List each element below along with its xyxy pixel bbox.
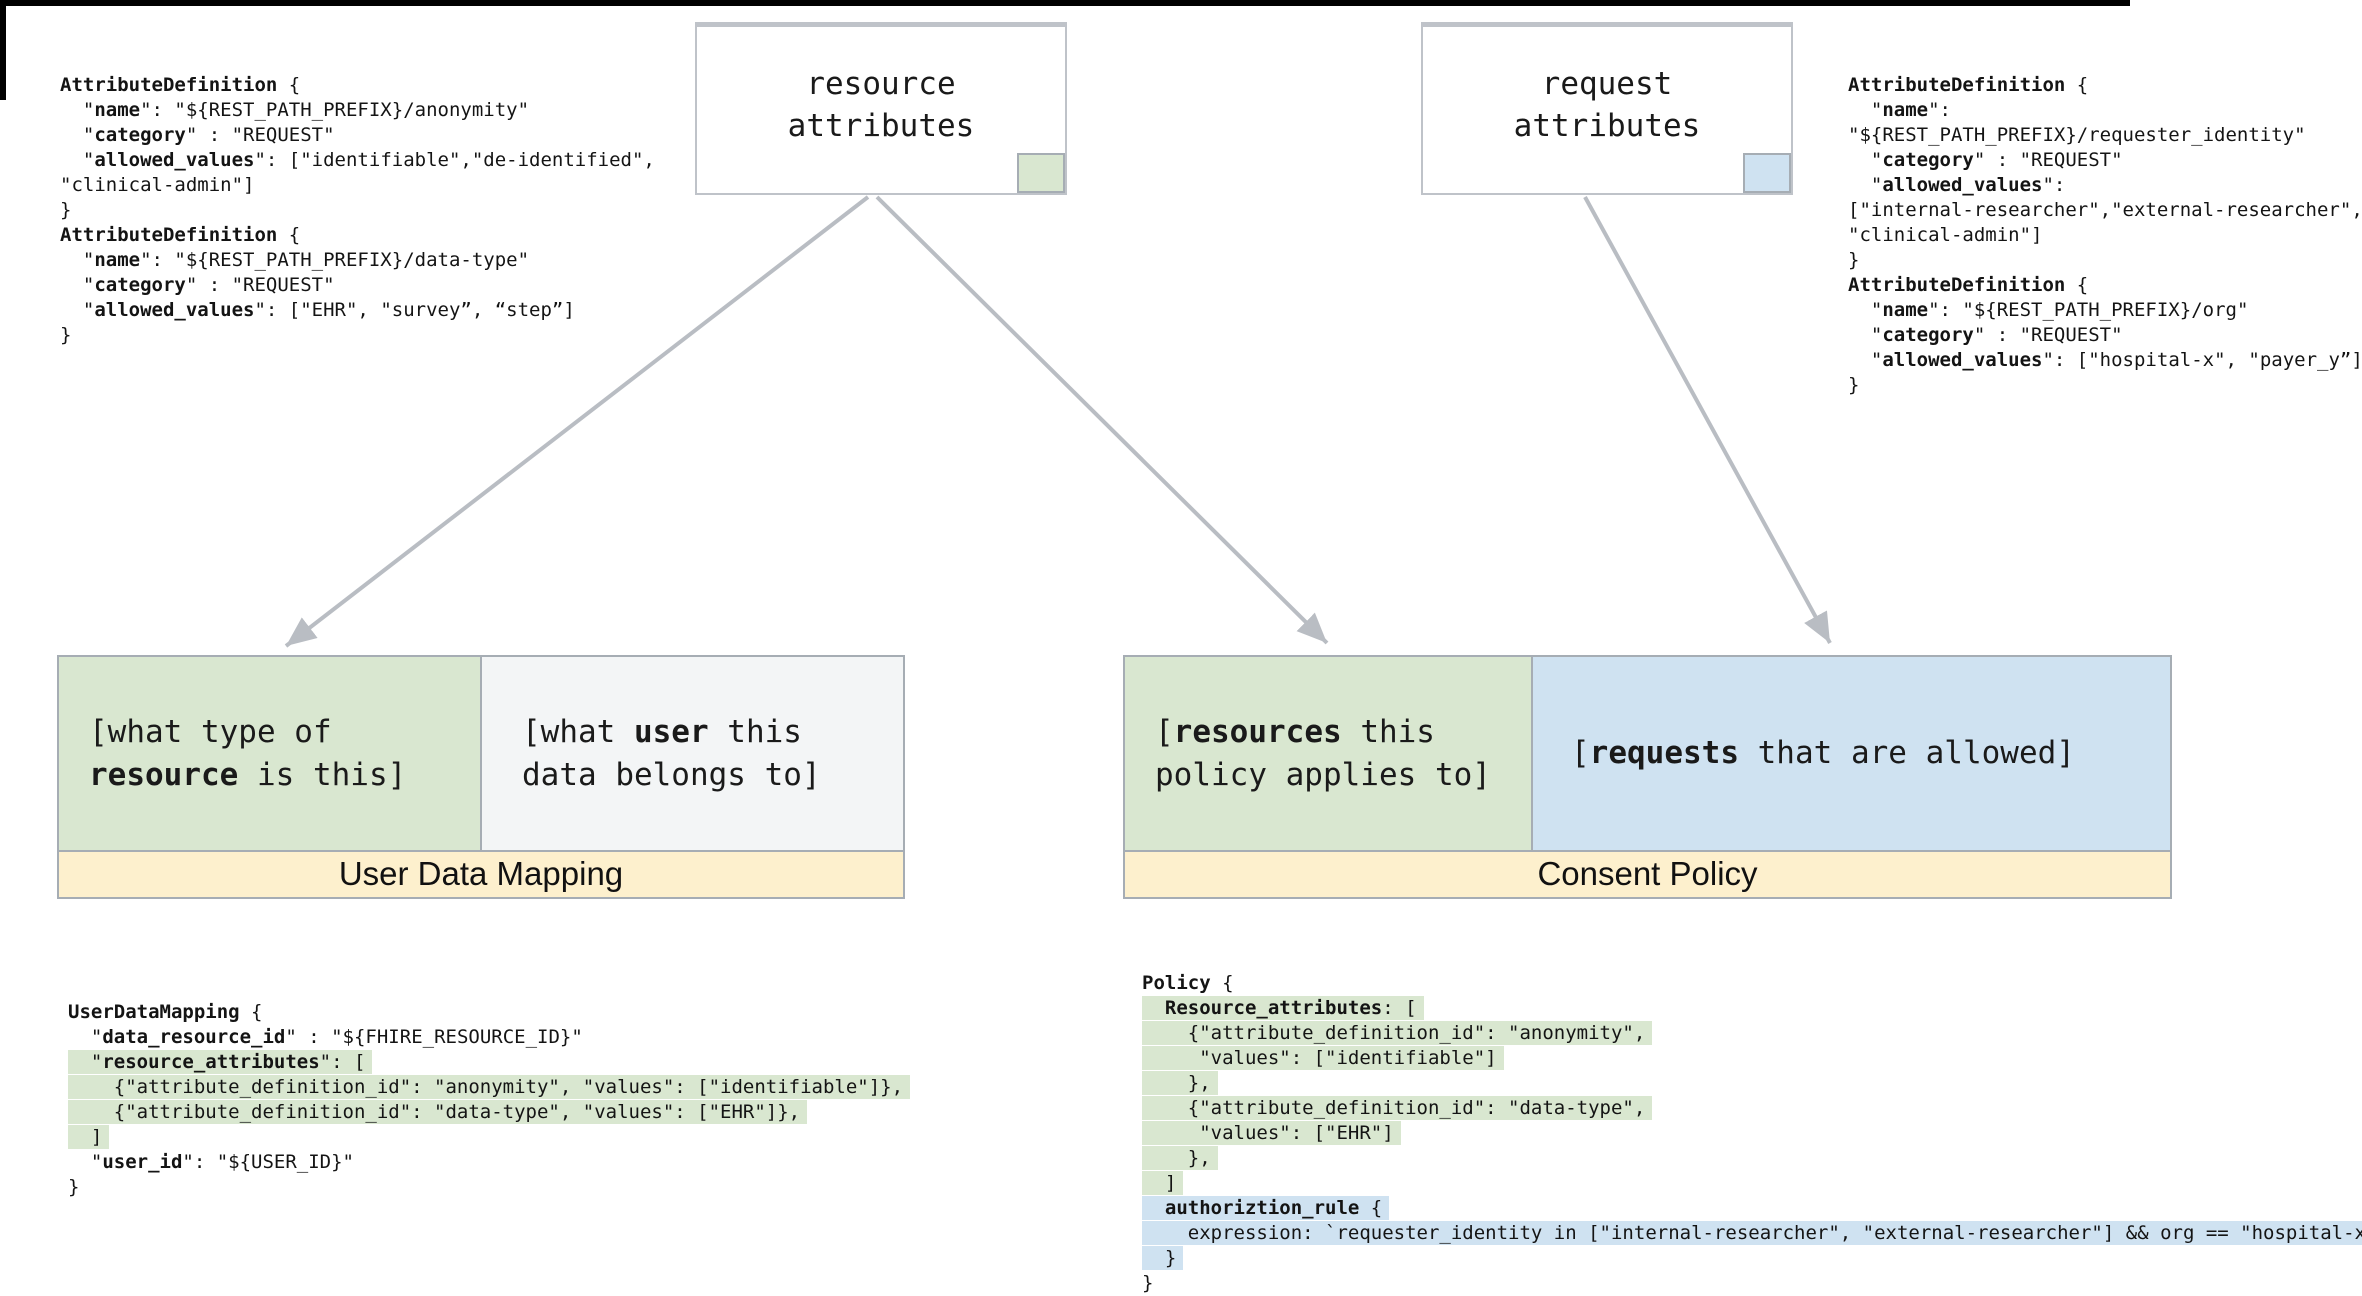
code-line: "allowed_values": ["identifiable","de-id… — [60, 149, 655, 171]
code-line: "category" : "REQUEST" — [1848, 149, 2123, 171]
code-line: "values": ["identifiable"] — [1142, 1046, 2362, 1071]
code-line: {"attribute_definition_id": "data-type",… — [68, 1100, 910, 1125]
attribute-definition-left-code: AttributeDefinition { "name": "${REST_PA… — [60, 73, 655, 348]
consent-cells: [resources this policy applies to] [requ… — [1123, 655, 2172, 852]
code-line: } — [1848, 374, 1860, 396]
frame-left-border — [0, 0, 6, 100]
code-line: AttributeDefinition { — [1848, 74, 2089, 96]
udm-resource-type-cell: [what type of resource is this] — [57, 655, 482, 852]
code-line: "resource_attributes": [ — [68, 1050, 910, 1075]
code-line: }, — [1142, 1146, 2362, 1171]
code-line: AttributeDefinition { — [60, 74, 301, 96]
code-line: "user_id": "${USER_ID}" — [68, 1151, 354, 1173]
udm-user-cell: [what user this data belongs to] — [482, 655, 905, 852]
udm-title: User Data Mapping — [57, 852, 905, 899]
code-line: } — [60, 199, 72, 221]
code-line: "name": "${REST_PATH_PREFIX}/anonymity" — [60, 99, 530, 121]
request-blue-tag — [1743, 153, 1791, 193]
code-line: UserDataMapping { — [68, 1001, 263, 1023]
code-line: "category" : "REQUEST" — [1848, 324, 2123, 346]
cell-text: [what type of resource is this] — [89, 713, 407, 793]
code-line: AttributeDefinition { — [1848, 274, 2089, 296]
arrow-request-to-consent — [1583, 196, 1832, 644]
code-line: "name": — [1848, 99, 1951, 121]
code-line: "values": ["EHR"] — [1142, 1121, 2362, 1146]
request-attributes-label: request attributes — [1513, 66, 1701, 144]
frame-top-border — [0, 0, 2130, 6]
code-line: }, — [1142, 1071, 2362, 1096]
cell-text: [resources this policy applies to] — [1155, 713, 1491, 793]
consent-resources-cell: [resources this policy applies to] — [1123, 655, 1533, 852]
cell-text: [what user this data belongs to] — [522, 713, 821, 793]
code-line: "allowed_values": ["EHR", "survey”, “ste… — [60, 299, 575, 321]
code-line: "${REST_PATH_PREFIX}/requester_identity" — [1848, 124, 2306, 146]
code-line: Policy { — [1142, 972, 1234, 994]
arrow-resource-to-consent — [875, 195, 1329, 645]
policy-code: Policy { Resource_attributes: [ {"attrib… — [1142, 971, 2362, 1296]
udm-cells: [what type of resource is this] [what us… — [57, 655, 905, 852]
code-line: ["internal-researcher","external-researc… — [1848, 199, 2362, 221]
code-line: AttributeDefinition { — [60, 224, 301, 246]
resource-green-tag — [1017, 153, 1065, 193]
user-data-mapping-box: [what type of resource is this] [what us… — [57, 655, 905, 899]
code-line: } — [1142, 1246, 2362, 1271]
code-line: "name": "${REST_PATH_PREFIX}/data-type" — [60, 249, 530, 271]
code-line: } — [60, 324, 72, 346]
code-line: Resource_attributes: [ — [1142, 996, 2362, 1021]
code-line: "clinical-admin"] — [60, 174, 255, 196]
code-line: } — [68, 1176, 80, 1198]
code-line: authoriztion_rule { — [1142, 1196, 2362, 1221]
consent-requests-cell: [requests that are allowed] — [1533, 655, 2172, 852]
code-line: "allowed_values": — [1848, 174, 2066, 196]
request-attributes-box: request attributes — [1421, 22, 1793, 195]
code-line: "allowed_values": ["hospital-x", "payer_… — [1848, 349, 2362, 371]
resource-attributes-box: resource attributes — [695, 22, 1067, 195]
code-line: {"attribute_definition_id": "anonymity", — [1142, 1021, 2362, 1046]
code-line: } — [1142, 1272, 1154, 1294]
code-line: ] — [68, 1125, 910, 1150]
code-line: "name": "${REST_PATH_PREFIX}/org" — [1848, 299, 2249, 321]
code-line: "category" : "REQUEST" — [60, 124, 335, 146]
attribute-definition-right-code: AttributeDefinition { "name": "${REST_PAT… — [1848, 73, 2362, 398]
consent-title: Consent Policy — [1123, 852, 2172, 899]
code-line: "data_resource_id" : "${FHIRE_RESOURCE_I… — [68, 1026, 583, 1048]
consent-policy-box: [resources this policy applies to] [requ… — [1123, 655, 2172, 899]
code-line: expression: `requester_identity in ["int… — [1142, 1221, 2362, 1246]
code-line: "clinical-admin"] — [1848, 224, 2043, 246]
user-data-mapping-code: UserDataMapping { "data_resource_id" : "… — [68, 1000, 911, 1200]
resource-attributes-label: resource attributes — [787, 66, 975, 144]
cell-text: [requests that are allowed] — [1571, 735, 2075, 771]
code-line: {"attribute_definition_id": "anonymity",… — [68, 1075, 911, 1100]
code-line: ] — [1142, 1171, 2362, 1196]
code-line: } — [1848, 249, 1860, 271]
code-line: "category" : "REQUEST" — [60, 274, 335, 296]
code-line: {"attribute_definition_id": "data-type", — [1142, 1096, 2362, 1121]
